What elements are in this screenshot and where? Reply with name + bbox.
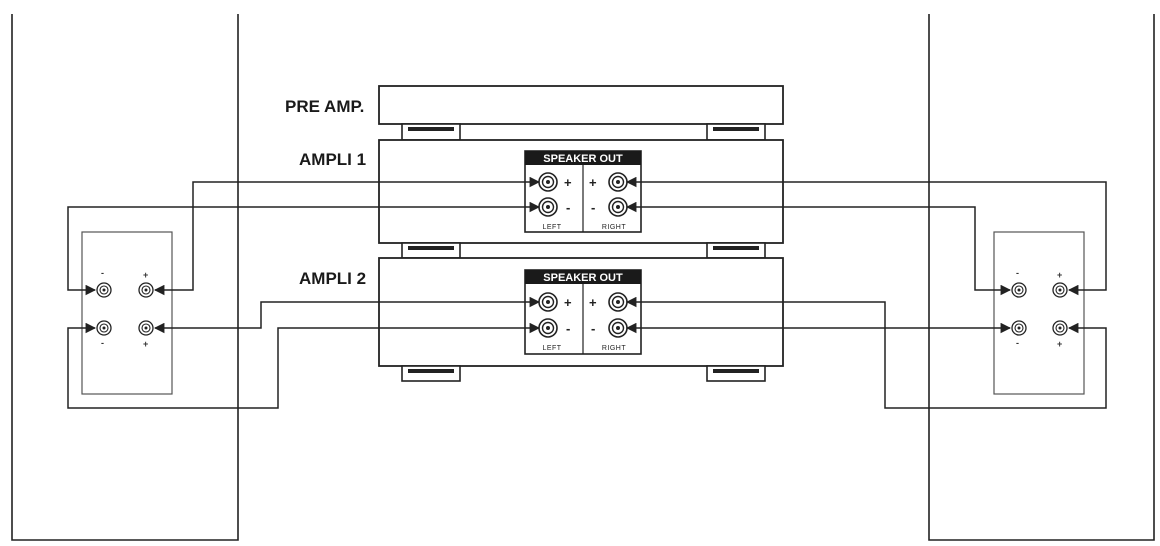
wire-ampli1-right-minus <box>625 201 1012 296</box>
left-speaker-lf-minus-icon <box>96 320 112 336</box>
ampli-1-left-plus-icon <box>538 172 558 192</box>
left-speaker: - + - + <box>11 14 239 541</box>
right-speaker-terminal-panel <box>993 231 1085 395</box>
right-speaker-hf-minus-icon <box>1011 282 1027 298</box>
ampli-2-label: AMPLI 2 <box>299 269 366 288</box>
ampli-1-left-plus-sign: + <box>564 175 572 190</box>
right-speaker-hf-plus-sign: + <box>1057 270 1062 280</box>
ampli-1-left-minus-sign: - <box>566 200 570 215</box>
ampli-2-speaker-out-title: SPEAKER OUT <box>543 272 623 284</box>
left-speaker-lf-plus-sign: + <box>143 339 148 349</box>
left-speaker-lf-minus-sign: - <box>101 338 104 348</box>
left-speaker-hf-minus-icon <box>96 282 112 298</box>
wire-ampli1-right-plus <box>625 176 1107 296</box>
pre-amp-label: PRE AMP. <box>285 97 364 116</box>
ampli-1-feet <box>401 242 766 259</box>
ampli-2-left-minus-icon <box>538 318 558 338</box>
left-speaker-hf-plus-sign: + <box>143 270 148 280</box>
ampli-1-foot-right-band <box>713 246 759 250</box>
wire-ampli2-left-minus <box>67 322 541 409</box>
pre-amp-foot-right-band <box>713 127 759 131</box>
ampli-2-left-minus-sign: - <box>566 321 570 336</box>
wire-ampli2-right-plus <box>625 296 1107 409</box>
ampli-2-feet <box>401 365 766 382</box>
ampli-2-right-plus-icon <box>608 292 628 312</box>
ampli-2-left-label: LEFT <box>542 345 561 352</box>
ampli-1-left-minus-icon <box>538 197 558 217</box>
pre-amp-foot-right <box>706 123 766 141</box>
right-speaker-lf-minus-icon <box>1011 320 1027 336</box>
ampli-2-foot-left <box>401 365 461 382</box>
right-speaker-hf-minus-sign: - <box>1016 268 1019 278</box>
left-speaker-hf-minus-sign: - <box>101 268 104 278</box>
pre-amp-foot-left-band <box>408 127 454 131</box>
ampli-1-foot-right <box>706 242 766 259</box>
ampli-2-left-plus-icon <box>538 292 558 312</box>
ampli-1-unit: AMPLI 1 SPEAKER OUT + - + - LEFT RIGHT <box>299 139 784 244</box>
pre-amp-foot-left <box>401 123 461 141</box>
left-speaker-terminal-panel <box>81 231 173 395</box>
ampli-1-right-plus-icon <box>608 172 628 192</box>
ampli-1-foot-left-band <box>408 246 454 250</box>
ampli-2-right-minus-sign: - <box>591 321 595 336</box>
wire-ampli1-left-minus <box>67 201 541 296</box>
right-speaker: - + - + <box>928 14 1155 541</box>
ampli-2-foot-right-band <box>713 369 759 373</box>
right-speaker-lf-plus-icon <box>1052 320 1068 336</box>
ampli-1-speaker-out-title: SPEAKER OUT <box>543 153 623 165</box>
right-speaker-lf-minus-sign: - <box>1016 338 1019 348</box>
ampli-1-label: AMPLI 1 <box>299 150 366 169</box>
ampli-1-right-minus-icon <box>608 197 628 217</box>
ampli-1-speaker-out-header <box>525 151 641 165</box>
ampli-1-right-label: RIGHT <box>602 224 627 231</box>
pre-amp-feet <box>401 123 766 141</box>
pre-amp-chassis <box>378 85 784 125</box>
ampli-2-speaker-out-header <box>525 270 641 284</box>
ampli-2-foot-left-band <box>408 369 454 373</box>
ampli-2-unit: AMPLI 2 SPEAKER OUT + - + - LEFT RIGHT <box>299 257 784 367</box>
ampli-1-left-label: LEFT <box>542 224 561 231</box>
ampli-2-right-minus-icon <box>608 318 628 338</box>
right-speaker-hf-plus-icon <box>1052 282 1068 298</box>
left-speaker-hf-plus-icon <box>138 282 154 298</box>
ampli-2-foot-right <box>706 365 766 382</box>
ampli-2-left-plus-sign: + <box>564 295 572 310</box>
right-speaker-lf-plus-sign: + <box>1057 339 1062 349</box>
ampli-1-right-plus-sign: + <box>589 175 597 190</box>
left-speaker-lf-plus-icon <box>138 320 154 336</box>
pre-amp-unit: PRE AMP. <box>285 85 784 125</box>
ampli-2-right-plus-sign: + <box>589 295 597 310</box>
ampli-1-foot-left <box>401 242 461 259</box>
ampli-2-right-label: RIGHT <box>602 345 627 352</box>
ampli-1-right-minus-sign: - <box>591 200 595 215</box>
